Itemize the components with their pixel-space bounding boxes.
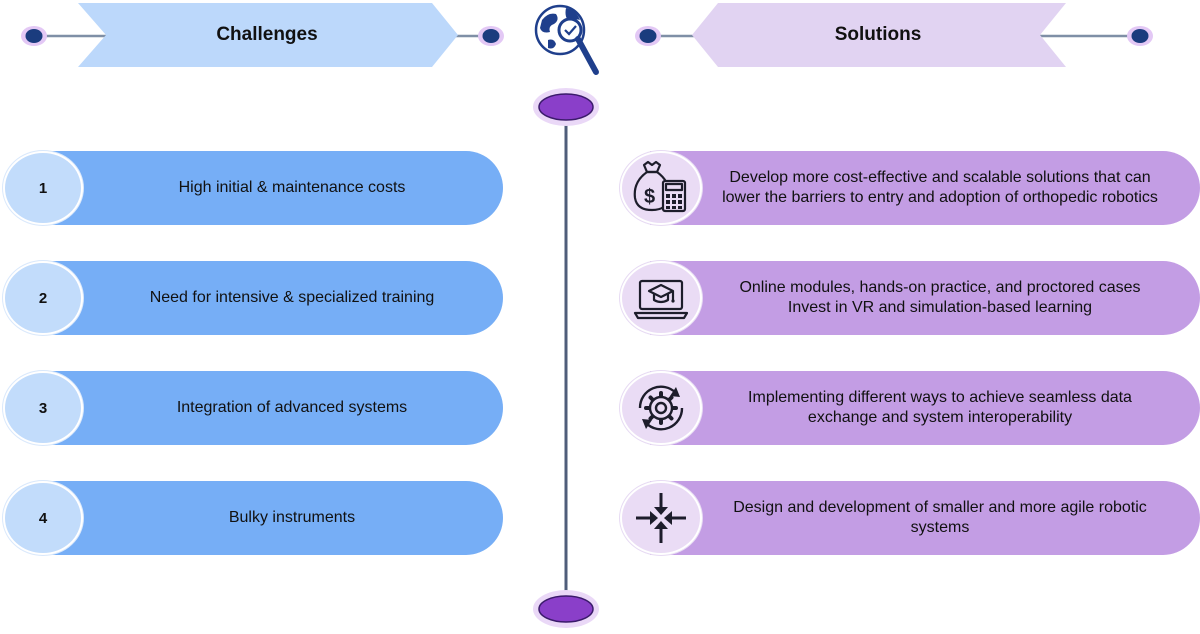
timeline-node-bottom [533, 590, 599, 628]
solution-item-2: Online modules, hands-on practice, and p… [650, 261, 1200, 335]
solutions-title: Solutions [834, 24, 922, 45]
connector-dot-right-start [635, 26, 661, 46]
challenge-item-2: Need for intensive & specialized trainin… [45, 261, 503, 335]
solution-text-line: Invest in VR and simulation-based learni… [787, 299, 1093, 316]
challenge-number-badge: 1 [3, 151, 83, 225]
solution-text-line: systems [910, 519, 970, 536]
solution-text-line: Online modules, hands-on practice, and p… [739, 279, 1141, 296]
challenge-item-1: High initial & maintenance costs [45, 151, 503, 225]
solution-text-line: Develop more cost-effective and scalable… [729, 169, 1151, 186]
gear-sync-icon [638, 385, 684, 431]
globe-magnifier-icon [534, 4, 599, 75]
challenge-number-badge: 4 [3, 481, 83, 555]
solution-icon-badge [620, 261, 702, 335]
solution-item-4: Design and development of smaller and mo… [650, 481, 1200, 555]
solution-icon-badge: $ [620, 151, 702, 225]
solution-text-line: lower the barriers to entry and adoption… [722, 189, 1158, 206]
connector-dot-left-start [21, 26, 47, 46]
challenge-text: Bulky instruments [228, 509, 356, 526]
solution-item-3: Implementing different ways to achieve s… [650, 371, 1200, 445]
solution-icon-badge [620, 371, 702, 445]
solutions-banner [692, 3, 1066, 67]
svg-text:$: $ [644, 186, 655, 208]
challenge-number-badge: 2 [3, 261, 83, 335]
solution-text-line: Implementing different ways to achieve s… [748, 389, 1132, 406]
challenge-item-4: Bulky instruments [45, 481, 503, 555]
challenge-text: Integration of advanced systems [176, 399, 408, 416]
timeline-node-top [533, 88, 599, 126]
solution-text-line: exchange and system interoperability [807, 409, 1073, 426]
challenge-text: Need for intensive & specialized trainin… [149, 289, 435, 306]
solution-text-line: Design and development of smaller and mo… [733, 499, 1147, 516]
challenges-banner [78, 3, 458, 67]
connector-dot-left-end [478, 26, 504, 46]
connector-dot-right-end [1127, 26, 1153, 46]
challenge-text: High initial & maintenance costs [178, 179, 406, 196]
money-bag-calculator-icon: $ [633, 160, 687, 213]
challenge-number-badge: 3 [3, 371, 83, 445]
solution-icon-badge [620, 481, 702, 555]
solution-item-1: Develop more cost-effective and scalable… [650, 151, 1200, 225]
challenge-item-3: Integration of advanced systems [45, 371, 503, 445]
laptop-graduation-cap-icon [633, 279, 689, 320]
compress-arrows-icon [636, 493, 686, 543]
challenges-title: Challenges [216, 24, 318, 45]
